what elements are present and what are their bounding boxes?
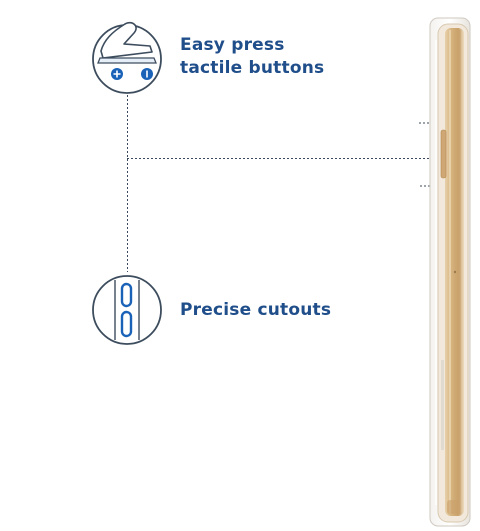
phone-side-view [429, 17, 471, 527]
finger-press-buttons-icon [92, 21, 162, 94]
feature-label-buttons: Easy press tactile buttons [180, 34, 324, 80]
feature-buttons-line2: tactile buttons [180, 58, 325, 78]
feature-buttons-line1: Easy press [180, 35, 285, 55]
feature-label-cutouts: Precise cutouts [180, 299, 331, 322]
side-button [440, 129, 447, 179]
slot-cutouts-icon [92, 275, 162, 345]
feature-cutouts-line1: Precise cutouts [180, 300, 332, 320]
connector-lines [127, 95, 432, 272]
button-bracket [419, 122, 432, 187]
